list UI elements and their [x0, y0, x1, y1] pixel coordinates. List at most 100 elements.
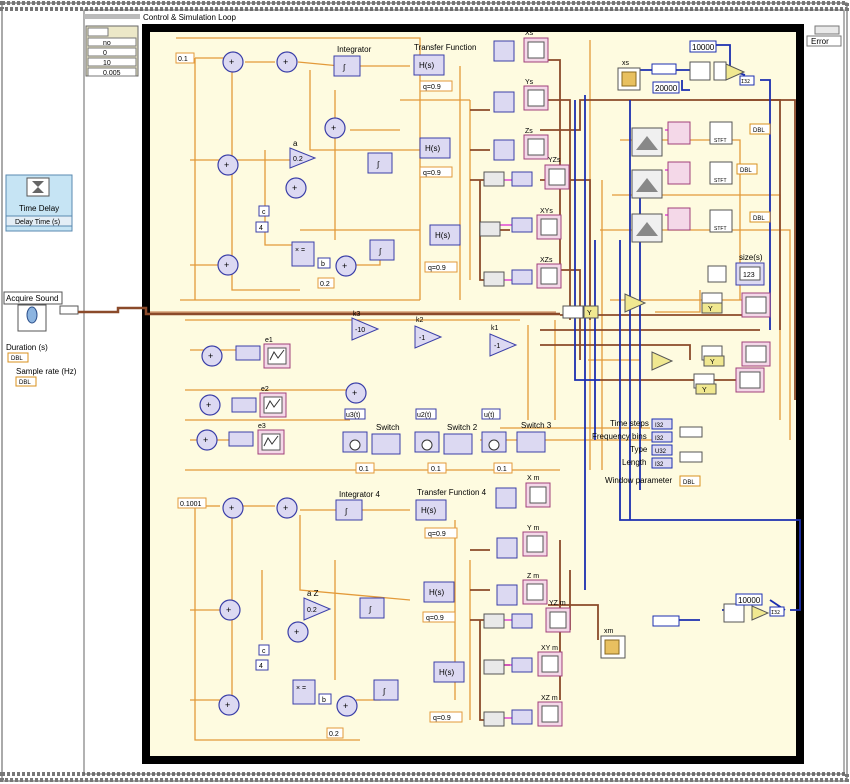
integrator-4-label: Integrator 4 [339, 490, 380, 499]
sum-node-m4[interactable] [288, 622, 308, 642]
transfer-function-6-q: q=0.9 [433, 715, 451, 722]
integrator-6[interactable]: ∫ [374, 680, 398, 700]
length-label: Length [622, 458, 646, 467]
e3-label: e3 [258, 423, 266, 430]
u2-label: u2(t) [417, 412, 431, 419]
sum-node-6[interactable] [218, 255, 238, 275]
sum-node-e1[interactable] [202, 346, 222, 366]
duration-label: Duration (s) [6, 343, 48, 352]
y-select-1[interactable]: Y [563, 306, 598, 318]
graph-xzs-label: XZs [540, 257, 553, 264]
sum-node-e3[interactable] [197, 430, 217, 450]
size-value: 123 [743, 272, 755, 279]
sample-rate-dtype: DBL [19, 380, 31, 386]
sum-node-5[interactable] [286, 178, 306, 198]
integrator-1-label: Integrator [337, 45, 372, 54]
gain-k1-label: k1 [491, 325, 499, 332]
switch-3-label: Switch 3 [521, 421, 552, 430]
const-20000-text: 20000 [655, 84, 678, 93]
const-1001-text: 0.1001 [180, 501, 202, 508]
svg-text:× =: × = [295, 247, 305, 254]
const-02-2[interactable]: 0.2 [327, 728, 343, 738]
const-01-top[interactable]: 0.1 [176, 53, 194, 63]
gain-az-value: 0.2 [307, 607, 317, 614]
transfer-function-3-hs: H(s) [435, 231, 450, 240]
const-b-1: b [321, 261, 325, 268]
stft-1-dtype: DBL [753, 128, 765, 134]
transfer-function-2[interactable]: H(s) q=0.9 [420, 138, 452, 177]
graph-xzm-label: XZ m [541, 695, 558, 702]
stft-1-label: STFT [714, 138, 727, 144]
time-delay-param: Delay Time (s) [15, 219, 60, 226]
gain-k1-value: -1 [494, 343, 500, 350]
switch-2-label: Switch 2 [447, 423, 478, 432]
transfer-function-1-q: q=0.9 [423, 84, 441, 91]
const-10000-bottom[interactable]: 10000 [736, 594, 762, 605]
transfer-function-6-hs: H(s) [439, 668, 454, 677]
integrator-5[interactable]: ∫ [360, 598, 384, 618]
sum-node-m3[interactable] [220, 600, 240, 620]
const-10000-top-text: 10000 [692, 43, 715, 52]
sum-node-3[interactable] [325, 118, 345, 138]
transfer-function-5[interactable]: H(s) q=0.9 [423, 582, 455, 622]
time-delay-block[interactable]: Time Delay Delay Time (s) [6, 175, 72, 231]
freq-bins-control[interactable]: Frequency bins I32 [592, 432, 672, 442]
sim-param-1: 0 [103, 50, 107, 57]
time-steps-control[interactable]: Time steps I32 [610, 419, 672, 429]
sum-node-m2[interactable] [277, 498, 297, 518]
sum-node-m5[interactable] [219, 695, 239, 715]
transfer-function-2-q: q=0.9 [423, 170, 441, 177]
transfer-function-3-q: q=0.9 [428, 265, 446, 272]
xm-lo-label: xm [604, 628, 614, 635]
sum-node-m6[interactable] [337, 696, 357, 716]
sum-node-1[interactable] [223, 52, 243, 72]
stft-3-label: STFT [714, 226, 727, 232]
sum-node-2[interactable] [277, 52, 297, 72]
stft-3-dtype: DBL [753, 216, 765, 222]
const-20000[interactable]: 20000 [653, 82, 679, 93]
duration-dtype: DBL [11, 356, 23, 362]
freq-bins-dtype: I32 [655, 436, 664, 442]
const-01-top-text: 0.1 [178, 56, 188, 63]
window-param-dtype: DBL [683, 480, 695, 486]
const-10000-bottom-text: 10000 [738, 596, 761, 605]
const-10000-top[interactable]: 10000 [690, 41, 716, 52]
transfer-function-4-q: q=0.9 [428, 531, 446, 538]
loop-title: Control & Simulation Loop [143, 13, 236, 22]
graph-zs-label: Zs [525, 128, 533, 135]
transfer-function-4-label: Transfer Function 4 [417, 488, 487, 497]
gain-k3-label: k3 [353, 311, 361, 318]
e1-label: e1 [265, 337, 273, 344]
u3-label: u3(t) [346, 412, 360, 419]
gain-az-label: a Z [307, 589, 319, 598]
const-b-2: b [322, 697, 326, 704]
sum-node-m1[interactable] [223, 498, 243, 518]
time-steps-dtype: I32 [655, 423, 664, 429]
graph-yzs-label: YZs [548, 157, 561, 164]
window-param-label: Window parameter [605, 476, 672, 485]
graph-yzm-label: YZ m [549, 600, 566, 607]
integrator-2[interactable]: ∫ [368, 153, 392, 173]
const-1001[interactable]: 0.1001 [178, 498, 206, 508]
const-02-1[interactable]: 0.2 [318, 278, 334, 288]
xs-lo-label: xs [622, 60, 630, 67]
transfer-function-4-hs: H(s) [421, 506, 436, 515]
type-dtype: U32 [655, 449, 667, 455]
switch-1-label: Switch [376, 423, 400, 432]
sum-node-e2[interactable] [200, 395, 220, 415]
sum-node-4[interactable] [218, 155, 238, 175]
graph-ys-label: Ys [525, 79, 534, 86]
freq-bins-label: Frequency bins [592, 432, 647, 441]
switch-3-const: 0.1 [497, 466, 507, 473]
const-4-2: 4 [259, 663, 263, 670]
sim-params-panel: no 0 10 0.005 [86, 26, 138, 77]
integrator-3[interactable]: ∫ [370, 240, 394, 260]
window-param-control[interactable]: Window parameter DBL [605, 476, 700, 486]
gain-k3-value: -10 [355, 327, 365, 334]
type-label: Type [630, 445, 648, 454]
transfer-function-1-label: Transfer Function [414, 43, 476, 52]
sum-node-u3[interactable] [346, 383, 366, 403]
graph-xys-label: XYs [540, 208, 553, 215]
sum-node-7[interactable] [336, 256, 356, 276]
